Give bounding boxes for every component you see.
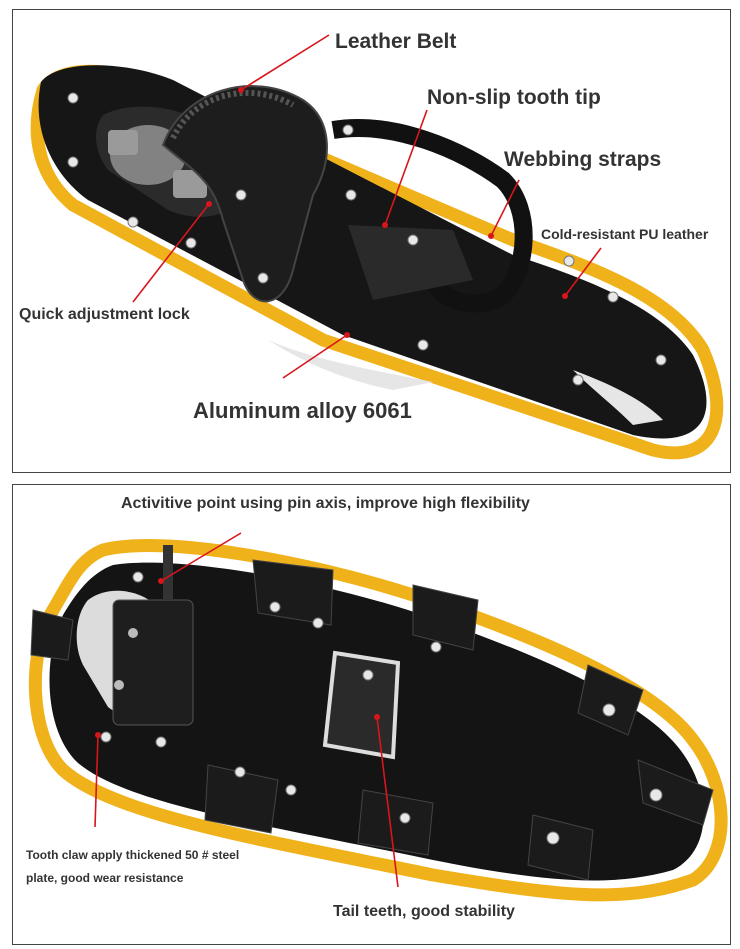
label-aluminum-alloy: Aluminum alloy 6061	[193, 398, 412, 423]
label-non-slip-tooth-tip: Non-slip tooth tip	[427, 86, 601, 109]
label-webbing-straps: Webbing straps	[504, 148, 662, 171]
label-cold-resistant-pu: Cold-resistant PU leather	[541, 226, 709, 242]
bottom-product-panel: Activitive point using pin axis, improve…	[12, 484, 731, 945]
pointer-lines	[94, 532, 399, 888]
snowshoe-top-photo	[30, 34, 724, 460]
snowshoe-bottom-photo	[28, 532, 728, 902]
aluminum-frame	[28, 539, 728, 902]
tooth-tip-plate	[348, 225, 473, 300]
label-quick-adjustment-lock: Quick adjustment lock	[19, 306, 190, 323]
top-product-panel: Leather Belt Non-slip tooth tip Webbing …	[12, 9, 731, 473]
label-activitive-point: Activitive point using pin axis, improve…	[121, 495, 530, 512]
rivets	[67, 92, 667, 386]
label-tooth-claw-line2: plate, good wear resistance	[26, 871, 184, 885]
rivets	[100, 571, 663, 845]
label-leather-belt: Leather Belt	[335, 30, 457, 53]
hinge-block	[112, 599, 194, 726]
tail-teeth-plate	[322, 650, 401, 760]
label-tail-teeth: Tail teeth, good stability	[333, 903, 515, 920]
label-tooth-claw-line1: Tooth claw apply thickened 50 # steel	[26, 848, 240, 862]
webbing-strap	[331, 119, 533, 313]
pointer-lines	[132, 34, 602, 379]
side-tabs	[30, 559, 714, 881]
